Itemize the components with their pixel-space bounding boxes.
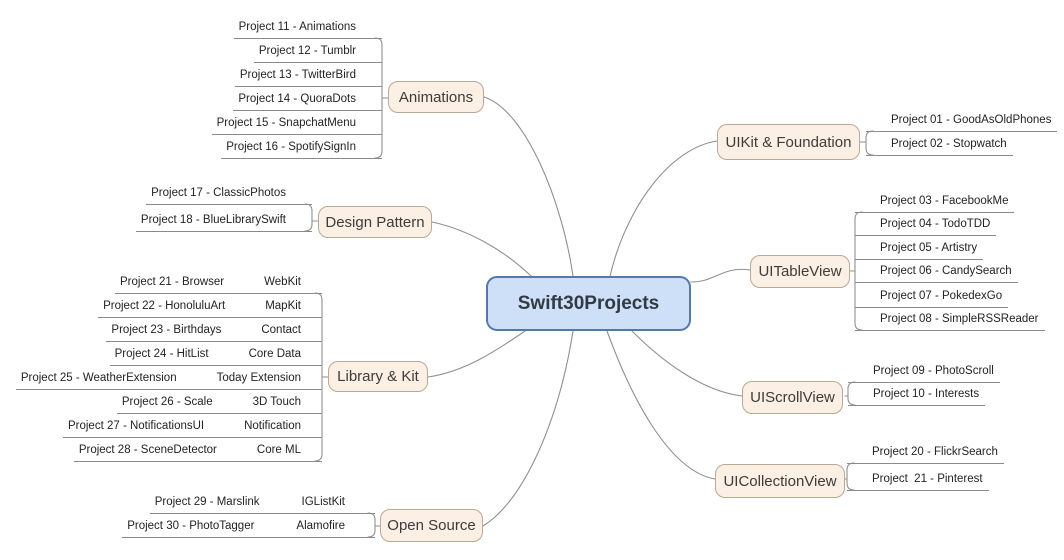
- leaf-project-22[interactable]: Project 22 - HonoluluArt MapKit: [98, 295, 322, 318]
- leaf-framework-name: Core Data: [248, 348, 301, 360]
- leaf-framework-name: Contact: [261, 324, 301, 336]
- center-node-swift30projects[interactable]: Swift30Projects: [486, 276, 691, 331]
- leaf-framework-name: WebKit: [264, 276, 301, 288]
- leaf-project-name: Project 29 - Marslink: [154, 496, 260, 508]
- branch-node-design-pattern[interactable]: Design Pattern: [318, 206, 432, 238]
- branch-node-uiscrollview[interactable]: UIScrollView: [742, 381, 843, 414]
- leaf-project-03[interactable]: Project 03 - FacebookMe: [855, 190, 1015, 213]
- leaf-project-01[interactable]: Project 01 - GoodAsOldPhones: [866, 109, 1058, 132]
- leaf-project-20[interactable]: Project 20 - FlickrSearch: [847, 441, 1004, 464]
- leaf-project-09[interactable]: Project 09 - PhotoScroll: [848, 360, 1000, 383]
- link-center-open-source: [482, 330, 574, 527]
- leaf-project-name: Project 23 - Birthdays: [111, 324, 222, 336]
- leaf-project-name: Project 24 - HitList: [114, 348, 209, 360]
- leaf-project-21-browser[interactable]: Project 21 - Browser WebKit: [114, 271, 322, 294]
- leaf-project-30[interactable]: Project 30 - PhotoTagger Alamofire: [122, 515, 375, 538]
- link-center-animations: [483, 96, 574, 277]
- leaf-framework-name: Core ML: [256, 444, 301, 456]
- leaf-framework-name: Alamofire: [296, 520, 345, 532]
- leaf-project-15[interactable]: Project 15 - SnapchatMenu: [211, 112, 382, 135]
- branch-node-uitableview[interactable]: UITableView: [750, 255, 850, 288]
- leaf-project-28[interactable]: Project 28 - SceneDetector Core ML: [73, 439, 322, 462]
- leaf-project-25[interactable]: Project 25 - WeatherExtension Today Exte…: [15, 367, 322, 390]
- leaf-project-06[interactable]: Project 06 - CandySearch: [855, 260, 1018, 283]
- leaf-project-24[interactable]: Project 24 - HitList Core Data: [109, 343, 322, 366]
- leaf-project-name: Project 28 - SceneDetector: [78, 444, 217, 456]
- leaf-project-26[interactable]: Project 26 - Scale 3D Touch: [116, 391, 322, 414]
- link-center-library-kit: [427, 330, 526, 378]
- leaf-project-29[interactable]: Project 29 - Marslink IGListKit: [149, 491, 375, 514]
- branch-node-animations[interactable]: Animations: [388, 81, 484, 113]
- leaf-project-05[interactable]: Project 05 - Artistry: [855, 237, 984, 260]
- leaf-project-name: Project 25 - WeatherExtension: [20, 372, 177, 384]
- branch-node-library-kit[interactable]: Library & Kit: [328, 361, 428, 392]
- branch-node-open-source[interactable]: Open Source: [380, 509, 483, 542]
- leaf-project-11[interactable]: Project 11 - Animations: [233, 16, 382, 39]
- leaf-project-name: Project 27 - NotificationsUI: [67, 420, 205, 432]
- leaf-framework-name: Notification: [244, 420, 301, 432]
- leaf-framework-name: 3D Touch: [252, 396, 301, 408]
- leaf-project-name: Project 21 - Browser: [119, 276, 225, 288]
- leaf-project-10[interactable]: Project 10 - Interests: [848, 383, 986, 406]
- leaf-project-name: Project 30 - PhotoTagger: [127, 520, 255, 532]
- leaf-project-07[interactable]: Project 07 - PokedexGo: [855, 285, 1009, 308]
- leaf-project-14[interactable]: Project 14 - QuoraDots: [233, 88, 382, 111]
- leaf-project-08[interactable]: Project 08 - SimpleRSSReader: [855, 308, 1045, 331]
- leaf-project-name: Project 22 - HonoluluArt: [103, 300, 226, 312]
- leaf-project-21-pinterest[interactable]: Project 21 - Pinterest: [847, 468, 989, 491]
- leaf-project-13[interactable]: Project 13 - TwitterBird: [234, 64, 382, 87]
- branch-node-uicollectionview[interactable]: UICollectionView: [715, 464, 845, 498]
- leaf-project-02[interactable]: Project 02 - Stopwatch: [866, 133, 1013, 156]
- link-center-design-pattern: [431, 221, 532, 277]
- leaf-project-name: Project 26 - Scale: [121, 396, 213, 408]
- leaf-project-04[interactable]: Project 04 - TodoTDD: [855, 213, 997, 236]
- leaf-framework-name: Today Extension: [216, 372, 301, 384]
- link-center-uicollectionview: [606, 330, 716, 480]
- branch-node-uikit-foundation[interactable]: UIKit & Foundation: [717, 124, 860, 160]
- leaf-project-23[interactable]: Project 23 - Birthdays Contact: [106, 319, 322, 342]
- leaf-framework-name: MapKit: [265, 300, 301, 312]
- link-center-uitableview: [690, 268, 751, 283]
- leaf-project-16[interactable]: Project 16 - SpotifySignIn: [221, 136, 382, 159]
- leaf-project-27[interactable]: Project 27 - NotificationsUI Notificatio…: [62, 415, 322, 438]
- leaf-project-18[interactable]: Project 18 - BlueLibrarySwift: [135, 209, 312, 232]
- leaf-framework-name: IGListKit: [301, 496, 345, 508]
- link-center-uikit-foundation: [609, 140, 718, 277]
- leaf-project-17[interactable]: Project 17 - ClassicPhotos: [146, 182, 312, 205]
- link-center-uiscrollview: [631, 330, 743, 397]
- leaf-project-12[interactable]: Project 12 - Tumblr: [253, 40, 382, 63]
